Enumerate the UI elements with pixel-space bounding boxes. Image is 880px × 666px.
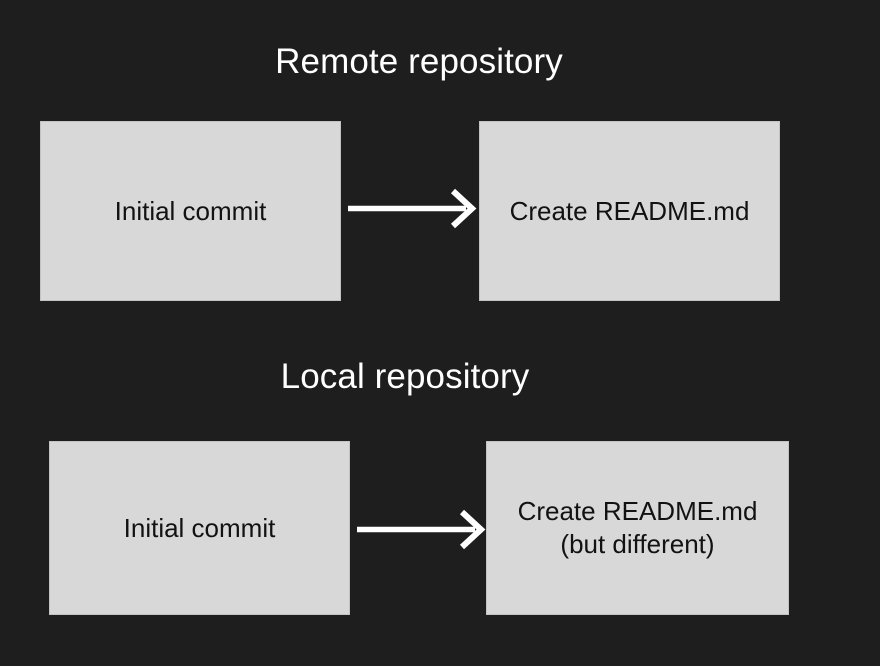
commit-node-local-create-readme-different: Create README.md (but different) bbox=[486, 441, 789, 615]
arrow-remote-initial-to-readme bbox=[348, 188, 477, 229]
commit-node-label: Create README.md bbox=[509, 195, 750, 226]
arrow-head bbox=[459, 509, 486, 550]
section-title-remote: Remote repository bbox=[275, 42, 563, 81]
commit-node-label-line2: (but different) bbox=[560, 529, 715, 559]
arrow-head bbox=[450, 188, 477, 229]
commit-node-label-line1: Create README.md bbox=[517, 496, 758, 527]
commit-node-label: Initial commit bbox=[123, 512, 276, 543]
arrow-local-initial-to-readme bbox=[357, 509, 486, 550]
commit-node-remote-create-readme: Create README.md bbox=[479, 121, 780, 301]
section-title-local: Local repository bbox=[280, 357, 530, 396]
commit-node-label: Create README.md (but different) bbox=[510, 495, 766, 561]
commit-node-local-initial-commit: Initial commit bbox=[49, 441, 350, 615]
commit-node-label: Initial commit bbox=[114, 195, 267, 226]
commit-node-remote-initial-commit: Initial commit bbox=[40, 121, 341, 301]
